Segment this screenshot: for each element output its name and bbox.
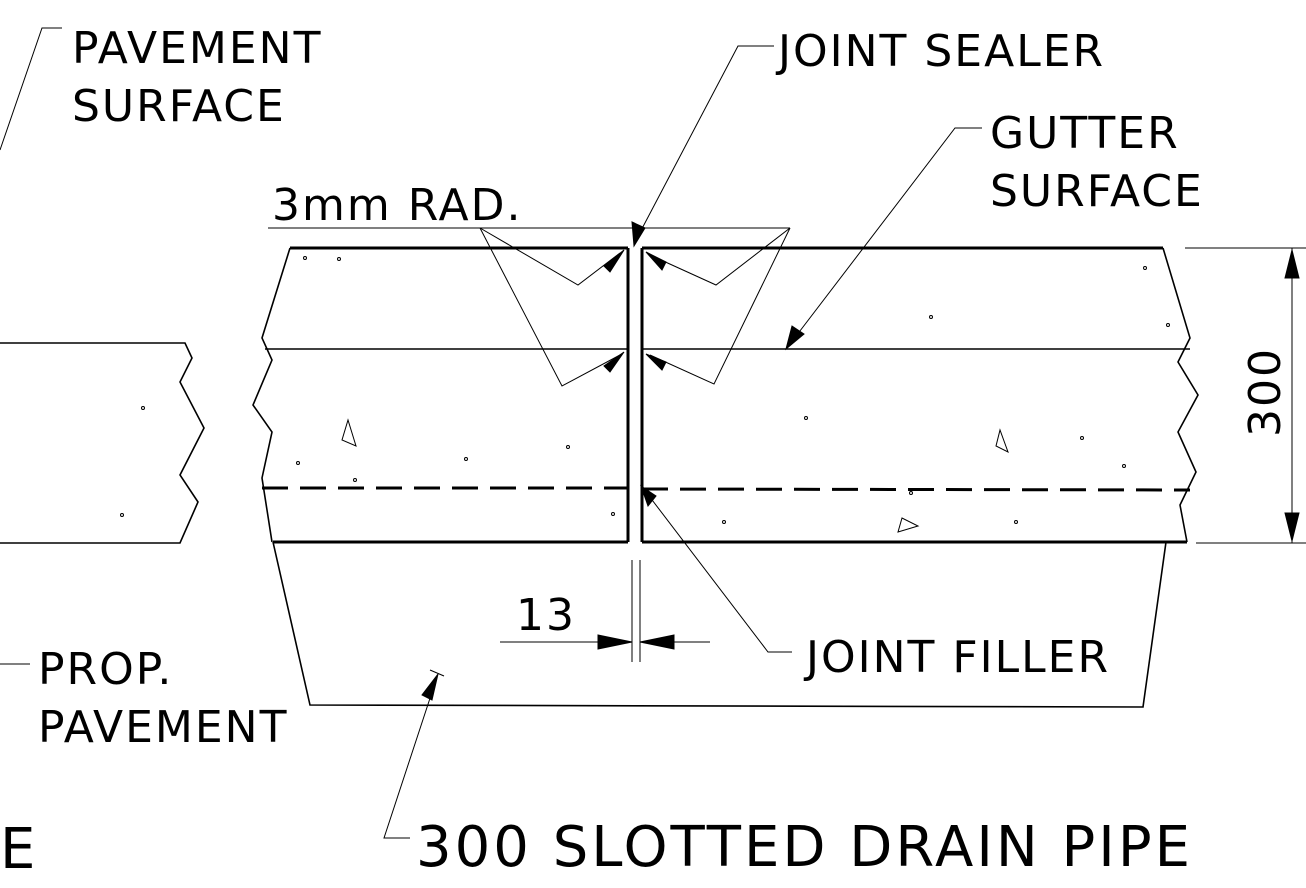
gutter-surface-label-line1: GUTTER	[990, 108, 1180, 159]
depth-dimension	[1185, 247, 1306, 544]
aggregate-texture	[296, 256, 1170, 533]
drain-pipe-leader	[383, 669, 445, 839]
joint-sealer-leader	[631, 45, 774, 248]
prop-pavement-label-line2: PAVEMENT	[38, 702, 288, 753]
cut-section-letter: E	[0, 817, 38, 882]
radius-leaders	[268, 227, 791, 387]
depth-dimension-label: 300	[1240, 347, 1291, 437]
gutter-slab-right	[642, 246, 1199, 544]
pavement-surface-leader	[0, 27, 62, 151]
pavement-surface-label-line2: SURFACE	[72, 81, 286, 132]
subbase-outline	[272, 541, 1167, 708]
joint-sealer-label: JOINT SEALER	[775, 26, 1105, 77]
pipe-dashed-line	[262, 486, 1191, 492]
gutter-surface-label-line2: SURFACE	[990, 166, 1204, 217]
joint-filler-label: JOINT FILLER	[803, 632, 1110, 683]
drain-pipe-label: 300 SLOTTED DRAIN PIPE	[416, 815, 1193, 880]
joint-filler-leader	[640, 484, 792, 653]
left-pavement-slab	[0, 342, 205, 544]
gutter-surface-leader	[785, 127, 982, 351]
pavement-surface-label-line1: PAVEMENT	[72, 23, 322, 74]
radius-label: 3mm RAD.	[272, 180, 522, 231]
prop-pavement-label-line1: PROP.	[38, 644, 173, 695]
gap-dimension	[500, 634, 710, 650]
gap-dimension-label: 13	[516, 590, 576, 641]
joint-lines	[626, 248, 644, 662]
gutter-slab-left	[252, 246, 628, 544]
